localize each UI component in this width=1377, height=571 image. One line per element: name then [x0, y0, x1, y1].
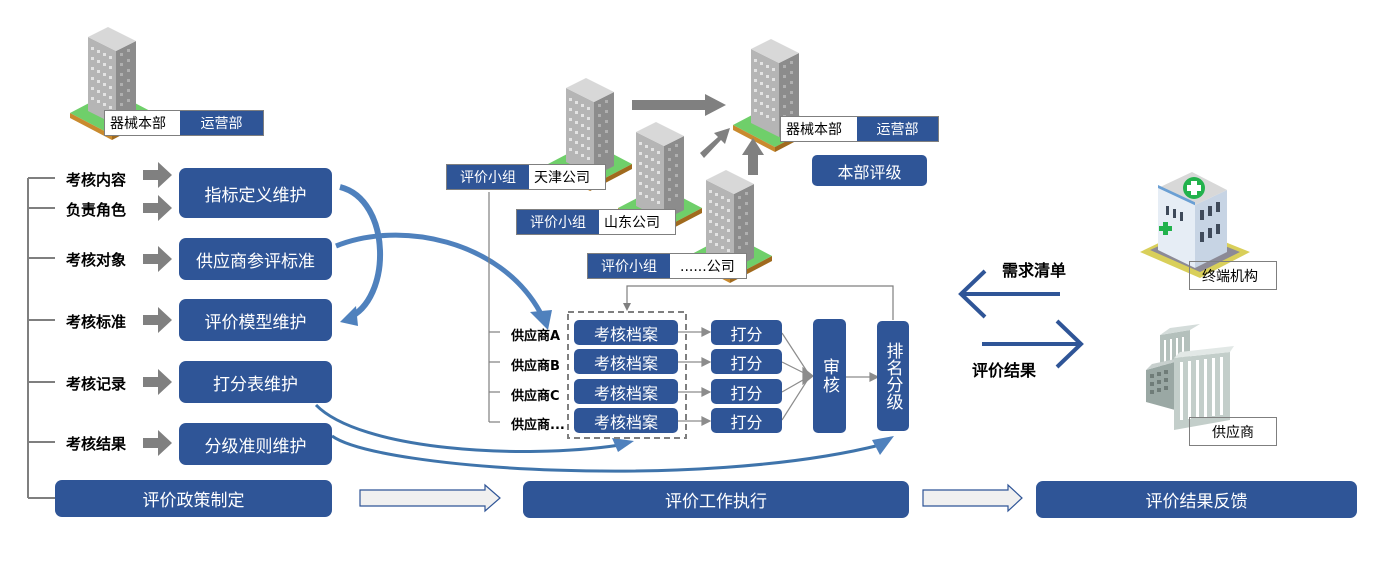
group-tag-shandong: 评价小组 山东公司	[516, 209, 676, 235]
policy-input-label: 负责角色	[66, 201, 127, 219]
evaluation-model-box[interactable]: 评价模型维护	[179, 299, 332, 341]
arrow-right-icon	[143, 162, 172, 188]
hq-right-tag: 器械本部 运营部	[780, 116, 939, 142]
hq-right-dept: 运营部	[857, 117, 938, 141]
group-company: 天津公司	[529, 165, 605, 189]
rank-box[interactable]: 排名分级	[877, 321, 909, 431]
arrow-left-icon	[958, 269, 987, 319]
arrow-right-icon	[143, 195, 172, 221]
archive-box[interactable]: 考核档案	[574, 349, 678, 374]
review-box[interactable]: 审核	[813, 319, 846, 433]
curve-arrowhead-icon	[340, 306, 358, 326]
curve-arrowhead-icon	[872, 436, 894, 455]
supplier-label: 供应商...	[511, 418, 565, 433]
supplier-building-icon	[1146, 324, 1234, 430]
supplier-label: 供应商C	[511, 389, 560, 404]
hq-left-name: 器械本部	[105, 111, 180, 135]
stage-arrow-icon	[359, 483, 501, 513]
group-tag-tianjin: 评价小组 天津公司	[446, 164, 606, 190]
policy-tree-lines	[27, 177, 56, 499]
scoresheet-box[interactable]: 打分表维护	[179, 361, 332, 403]
stage-feedback[interactable]: 评价结果反馈	[1036, 481, 1357, 518]
arrow-right-icon	[1055, 319, 1084, 369]
archive-group-frame	[567, 311, 687, 439]
policy-input-label: 考核结果	[66, 435, 127, 453]
group-tag-label: 评价小组	[517, 210, 599, 234]
input-arrows	[143, 162, 172, 456]
arrow-right-icon	[143, 246, 172, 272]
policy-input-label: 考核内容	[66, 171, 127, 189]
supplier-label: 供应商A	[511, 329, 561, 344]
archive-box[interactable]: 考核档案	[574, 408, 678, 433]
indicator-definition-box[interactable]: 指标定义维护	[179, 168, 332, 218]
hq-rating-badge[interactable]: 本部评级	[812, 155, 927, 186]
feedback-arrows	[958, 269, 1084, 369]
arrow-right-icon	[143, 369, 172, 395]
policy-input-label: 考核记录	[66, 375, 127, 393]
score-box[interactable]: 打分	[711, 408, 782, 433]
supplier-criteria-box[interactable]: 供应商参评标准	[179, 238, 332, 280]
group-tag-label: 评价小组	[588, 254, 670, 278]
hq-right-name: 器械本部	[781, 117, 857, 141]
arrow-diagonal-icon	[700, 128, 730, 158]
score-box[interactable]: 打分	[711, 320, 782, 345]
terminal-institution-label: 终端机构	[1189, 261, 1277, 290]
stage-arrow-icon	[922, 483, 1023, 513]
archive-score-arrows	[678, 327, 880, 426]
policy-input-label: 考核标准	[66, 313, 127, 331]
group-tag-other: 评价小组 ......公司	[587, 253, 747, 279]
hospital-icon	[1140, 172, 1250, 278]
hq-left-tag: 器械本部 运营部	[104, 110, 264, 136]
arrow-down-icon	[623, 303, 631, 311]
execution-tree-lines	[488, 192, 894, 423]
review-label: 审核	[819, 358, 839, 394]
hq-left-dept: 运营部	[180, 111, 263, 135]
stage-arrows	[359, 483, 1023, 513]
score-box[interactable]: 打分	[711, 379, 782, 404]
group-tag-label: 评价小组	[447, 165, 529, 189]
curve-arrowhead-icon	[612, 438, 634, 452]
evaluation-result-label: 评价结果	[972, 361, 1037, 380]
stage-policy[interactable]: 评价政策制定	[55, 480, 332, 517]
score-box[interactable]: 打分	[711, 349, 782, 374]
consolidation-arrows	[632, 94, 764, 175]
arrow-right-icon	[143, 307, 172, 333]
curve-arrowhead-icon	[530, 310, 552, 330]
arrow-up-icon	[742, 138, 764, 175]
rank-label: 排名分级	[882, 342, 903, 410]
flow-curves	[314, 184, 894, 473]
grading-rule-box[interactable]: 分级准则维护	[179, 423, 332, 465]
policy-input-label: 考核对象	[66, 251, 127, 269]
supplier-entity-label: 供应商	[1189, 417, 1277, 446]
archive-box[interactable]: 考核档案	[574, 320, 678, 345]
group-company: ......公司	[670, 254, 746, 278]
arrow-right-icon	[143, 430, 172, 456]
stage-execution[interactable]: 评价工作执行	[523, 481, 909, 518]
arrow-right-icon	[632, 94, 726, 116]
archive-box[interactable]: 考核档案	[574, 379, 678, 404]
supplier-label: 供应商B	[511, 359, 560, 374]
group-company: 山东公司	[599, 210, 675, 234]
demand-list-label: 需求清单	[1002, 261, 1067, 280]
